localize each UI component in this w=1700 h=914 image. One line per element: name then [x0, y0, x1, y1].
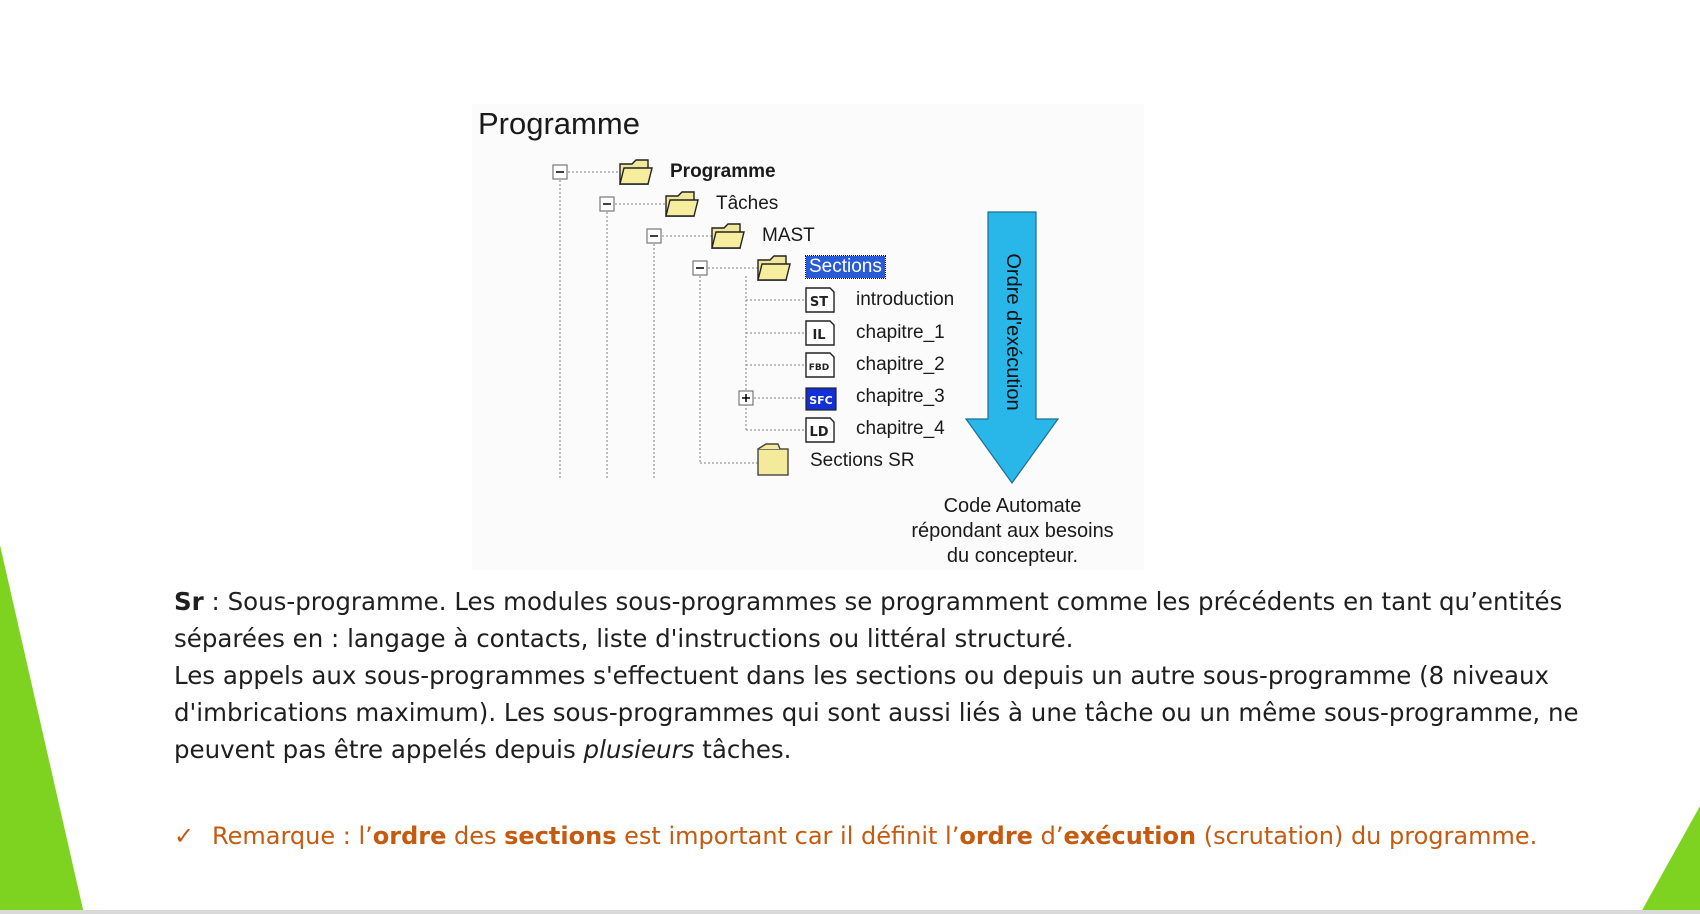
svg-text:LD: LD [809, 425, 828, 440]
folder-icon-sections-sr [757, 443, 789, 476]
svg-text:ST: ST [810, 295, 828, 310]
remark-bold-ordre-2: ordre [959, 822, 1033, 850]
tree-node-chapitre-2[interactable]: chapitre_2 [856, 354, 945, 375]
remark-bold-execution: exécution [1063, 822, 1197, 850]
collapse-icon-taches[interactable] [599, 196, 615, 212]
body-text: Sr : Sous-programme. Les modules sous-pr… [174, 583, 1634, 768]
il-badge-icon: IL [805, 320, 835, 346]
tree-node-mast[interactable]: MAST [762, 225, 815, 246]
execution-order-arrow-icon [964, 211, 1060, 485]
code-caption-line-2: répondant aux besoins [911, 520, 1114, 542]
checkmark-icon: ✓ [174, 822, 195, 850]
arrow-label: Ordre d'exécution [1002, 253, 1024, 411]
folder-icon-programme [619, 159, 653, 185]
paragraph-calls-text: Les appels aux sous-programmes s'effectu… [174, 661, 1579, 764]
tree-node-sections-sr[interactable]: Sections SR [810, 450, 915, 471]
sr-term: Sr [174, 587, 204, 616]
figure-title: Programme [478, 106, 640, 141]
collapse-icon-mast[interactable] [646, 228, 662, 244]
tree-node-programme[interactable]: Programme [670, 161, 776, 182]
remark-text-1: Remarque : l’ [212, 822, 373, 850]
paragraph-calls: Les appels aux sous-programmes s'effectu… [174, 657, 1634, 768]
expand-icon-chapitre-3[interactable] [738, 390, 754, 406]
tree-node-taches[interactable]: Tâches [716, 193, 779, 214]
remark-text-3: est important car il définit l’ [616, 822, 960, 850]
bottom-border [0, 910, 1700, 914]
svg-text:SFC: SFC [809, 394, 833, 407]
tree-node-chapitre-3[interactable]: chapitre_3 [856, 386, 945, 407]
remark-text-2: des [446, 822, 505, 850]
folder-icon-sections [757, 255, 791, 281]
ld-badge-icon: LD [805, 417, 835, 443]
tree-node-sections[interactable]: Sections [805, 255, 886, 279]
paragraph-sr: Sr : Sous-programme. Les modules sous-pr… [174, 583, 1634, 657]
folder-icon-mast [711, 223, 745, 249]
svg-text:FBD: FBD [809, 363, 829, 373]
paragraph-sr-text: : Sous-programme. Les modules sous-progr… [174, 587, 1563, 653]
remark-bold-sections: sections [504, 822, 617, 850]
sfc-badge-icon: SFC [805, 387, 837, 411]
remark-bold-ordre: ordre [372, 822, 447, 850]
plusieurs-italic: plusieurs [583, 735, 695, 764]
collapse-icon-sections[interactable] [692, 260, 708, 276]
code-caption-line-3: du concepteur. [946, 545, 1079, 567]
expander-icons [552, 164, 754, 406]
remark-line: ✓Remarque : l’ordre des sections est imp… [174, 818, 1634, 854]
tree-node-chapitre-4[interactable]: chapitre_4 [856, 418, 945, 439]
svg-text:IL: IL [812, 328, 825, 343]
collapse-icon-programme[interactable] [552, 164, 568, 180]
code-caption: Code Automate répondant aux besoins du c… [880, 494, 1145, 569]
fbd-badge-icon: FBD [805, 352, 835, 378]
tree-node-chapitre-1[interactable]: chapitre_1 [856, 322, 945, 343]
st-badge-icon: ST [805, 287, 835, 313]
tree-node-introduction[interactable]: introduction [856, 289, 955, 310]
paragraph-calls-end: tâches. [694, 735, 792, 764]
remark-text-4: d’ [1032, 822, 1064, 850]
remark-text-5: (scrutation) du programme. [1196, 822, 1538, 850]
code-caption-line-1: Code Automate [943, 495, 1082, 517]
folder-icon-taches [665, 191, 699, 217]
